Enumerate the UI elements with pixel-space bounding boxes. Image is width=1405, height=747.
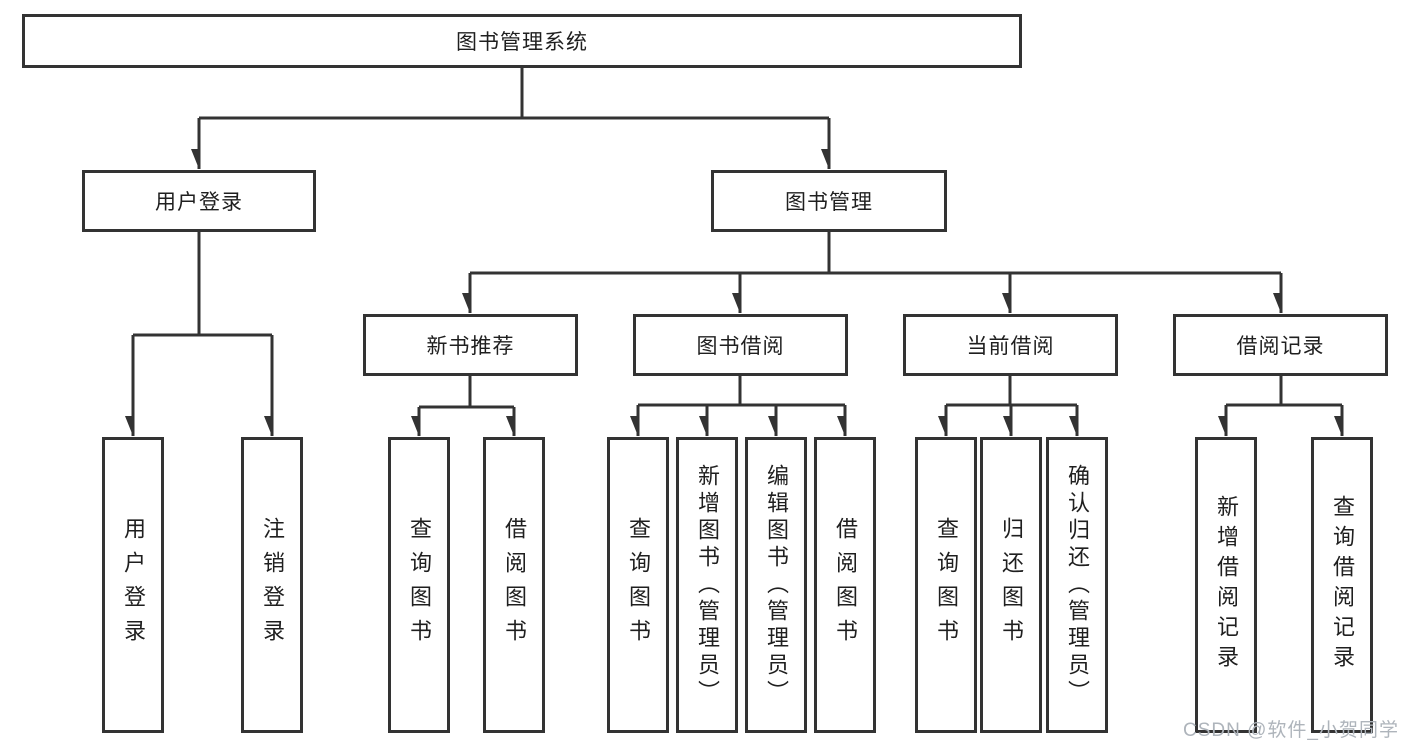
leaf-confirm-return-admin: 确认归还（管理员）: [1046, 437, 1108, 733]
leaf-return-books-label: 归还图书: [999, 517, 1024, 653]
leaf-borrow-query-books: 查询图书: [607, 437, 669, 733]
leaf-add-borrow-record: 新增借阅记录: [1195, 437, 1257, 733]
leaf-recommend-borrow-books-label: 借阅图书: [502, 517, 527, 653]
leaf-add-books-admin: 新增图书（管理员）: [676, 437, 738, 733]
node-new-book-recommend: 新书推荐: [363, 314, 578, 376]
node-current-borrow: 当前借阅: [903, 314, 1118, 376]
leaf-recommend-borrow-books: 借阅图书: [483, 437, 545, 733]
leaf-add-books-admin-label: 新增图书（管理员）: [695, 463, 720, 707]
leaf-add-borrow-record-label: 新增借阅记录: [1214, 495, 1239, 675]
node-root-system: 图书管理系统: [22, 14, 1022, 68]
leaf-logout-label: 注销登录: [260, 517, 285, 653]
leaf-borrow-query-books-label: 查询图书: [626, 517, 651, 653]
leaf-recommend-query-books-label: 查询图书: [407, 517, 432, 653]
leaf-return-books: 归还图书: [980, 437, 1042, 733]
leaf-user-login: 用户登录: [102, 437, 164, 733]
csdn-watermark: CSDN @软件_小贺同学: [1183, 720, 1399, 741]
node-user-login: 用户登录: [82, 170, 316, 232]
leaf-borrow-books-label: 借阅图书: [833, 517, 858, 653]
leaf-user-login-label: 用户登录: [121, 517, 146, 653]
leaf-query-borrow-record-label: 查询借阅记录: [1330, 495, 1355, 675]
leaf-query-borrow-record: 查询借阅记录: [1311, 437, 1373, 733]
leaf-current-query-books: 查询图书: [915, 437, 977, 733]
leaf-confirm-return-admin-label: 确认归还（管理员）: [1065, 463, 1090, 707]
leaf-recommend-query-books: 查询图书: [388, 437, 450, 733]
node-book-borrow: 图书借阅: [633, 314, 848, 376]
node-book-manage: 图书管理: [711, 170, 947, 232]
leaf-edit-books-admin-label: 编辑图书（管理员）: [764, 463, 789, 707]
leaf-borrow-books: 借阅图书: [814, 437, 876, 733]
leaf-logout: 注销登录: [241, 437, 303, 733]
leaf-edit-books-admin: 编辑图书（管理员）: [745, 437, 807, 733]
node-borrow-records: 借阅记录: [1173, 314, 1388, 376]
leaf-current-query-books-label: 查询图书: [934, 517, 959, 653]
